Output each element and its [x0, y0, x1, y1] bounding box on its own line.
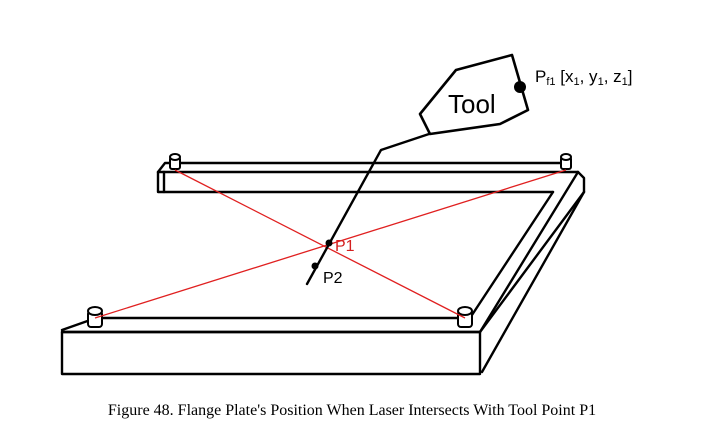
back-rail: [156, 161, 570, 174]
p1-label: P1: [335, 238, 355, 255]
laser-line-1: [174, 169, 466, 319]
front-slab-face: [60, 330, 482, 376]
pf1-point: [514, 81, 526, 93]
post-front-left: [87, 306, 103, 328]
post-front-right: [457, 306, 473, 328]
p1-point: [325, 239, 333, 247]
p2-point: [311, 262, 319, 270]
right-rail-inner-2: [468, 190, 555, 320]
figure-caption: Figure 48. Flange Plate's Position When …: [107, 402, 597, 419]
pf1-label: Pf1 [x1, y1, z1]: [535, 67, 633, 88]
back-rail-front-face: [156, 170, 166, 194]
flange-plate: [60, 161, 586, 376]
corner-posts: [87, 153, 572, 328]
right-rail-outer: [480, 170, 586, 374]
post-back-left: [169, 153, 181, 170]
p2-label: P2: [323, 270, 343, 287]
tool-body: [418, 53, 530, 136]
diagram-canvas: Tool Pf1 [x1, y1, z1] P1 P2: [60, 53, 633, 376]
tool: [418, 53, 530, 136]
right-rail-inner: [478, 170, 580, 334]
post-back-right: [560, 153, 572, 170]
tool-label: Tool: [448, 89, 496, 119]
tool-shaft: [305, 132, 431, 286]
front-slab-side: [478, 190, 586, 334]
